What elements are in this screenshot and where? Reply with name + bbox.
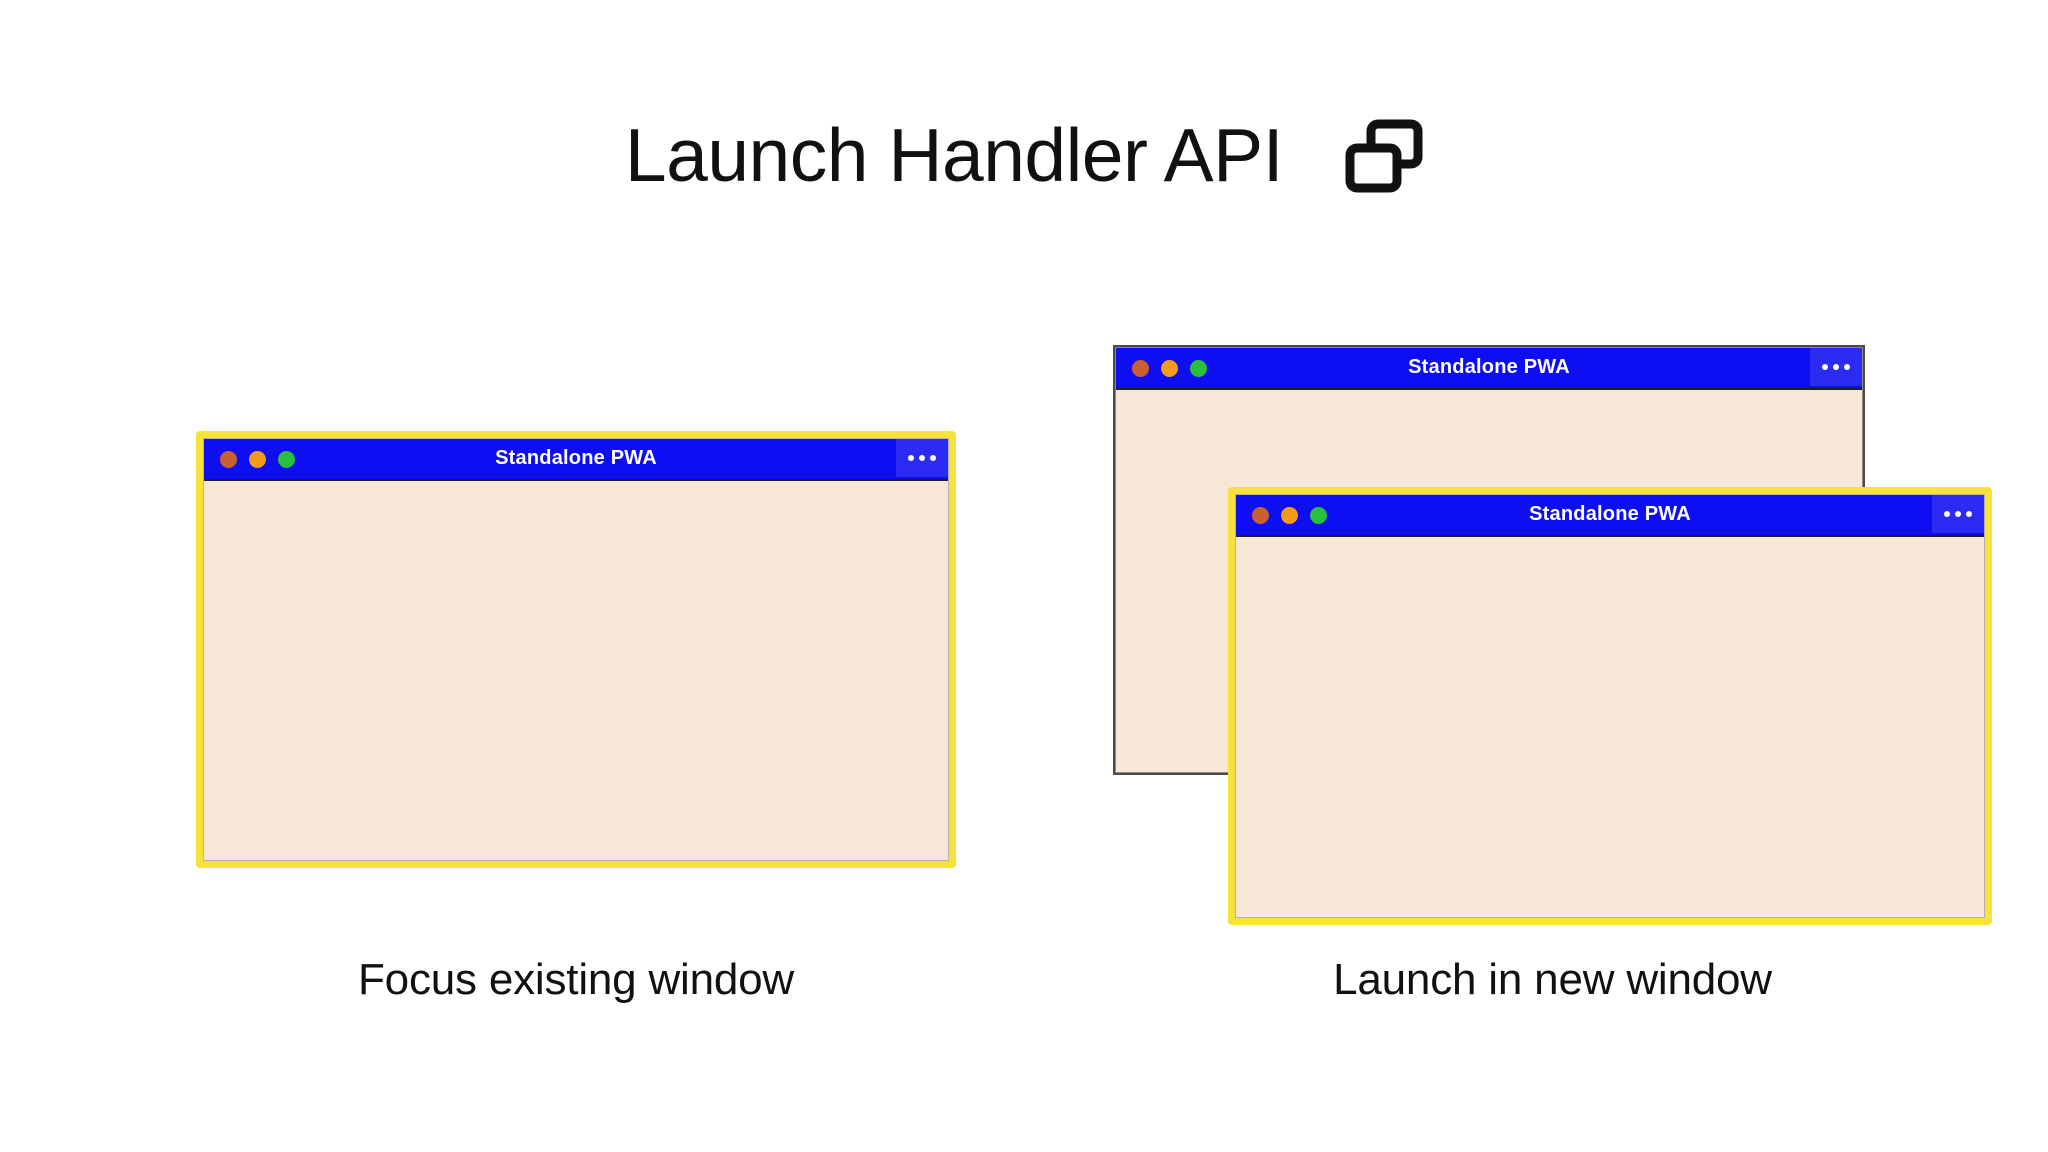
traffic-lights (1252, 506, 1327, 524)
maximize-window-icon[interactable] (278, 450, 295, 468)
left-window-content (204, 481, 948, 860)
right-back-window-titlebar[interactable]: Standalone PWA (1116, 348, 1862, 390)
right-front-window-frame: Standalone PWA (1235, 494, 1985, 918)
maximize-window-icon[interactable] (1190, 359, 1207, 377)
close-window-icon[interactable] (1252, 506, 1269, 524)
menu-dot (919, 455, 925, 461)
close-window-icon[interactable] (1132, 359, 1149, 377)
traffic-lights (1132, 359, 1207, 377)
menu-dot (930, 455, 936, 461)
menu-dot (908, 455, 914, 461)
caption-launch-in-new-window: Launch in new window (1333, 955, 1772, 1004)
menu-dot (1833, 364, 1839, 370)
right-front-window[interactable]: Standalone PWA (1228, 487, 1992, 925)
minimize-window-icon[interactable] (249, 450, 266, 468)
maximize-window-icon[interactable] (1310, 506, 1327, 524)
left-window[interactable]: Standalone PWA (196, 431, 956, 868)
caption-focus-existing-window: Focus existing window (358, 955, 794, 1004)
window-title: Standalone PWA (1529, 502, 1691, 525)
overflow-menu-icon[interactable] (896, 439, 948, 477)
right-front-window-titlebar[interactable]: Standalone PWA (1236, 495, 1984, 537)
window-title: Standalone PWA (495, 446, 657, 469)
page-header: Launch Handler API (0, 118, 2048, 193)
right-front-window-content (1236, 537, 1984, 917)
menu-dot (1822, 364, 1828, 370)
menu-dot (1844, 364, 1850, 370)
minimize-window-icon[interactable] (1281, 506, 1298, 524)
overflow-menu-icon[interactable] (1810, 348, 1862, 386)
window-title: Standalone PWA (1408, 355, 1570, 378)
menu-dot (1944, 511, 1950, 517)
page-title: Launch Handler API (624, 113, 1284, 197)
menu-dot (1955, 511, 1961, 517)
overflow-menu-icon[interactable] (1932, 495, 1984, 533)
minimize-window-icon[interactable] (1161, 359, 1178, 377)
left-window-titlebar[interactable]: Standalone PWA (204, 439, 948, 481)
traffic-lights (220, 450, 295, 468)
menu-dot (1966, 511, 1972, 517)
two-overlapping-windows-icon (1345, 119, 1423, 193)
left-window-frame: Standalone PWA (203, 438, 949, 861)
close-window-icon[interactable] (220, 450, 237, 468)
